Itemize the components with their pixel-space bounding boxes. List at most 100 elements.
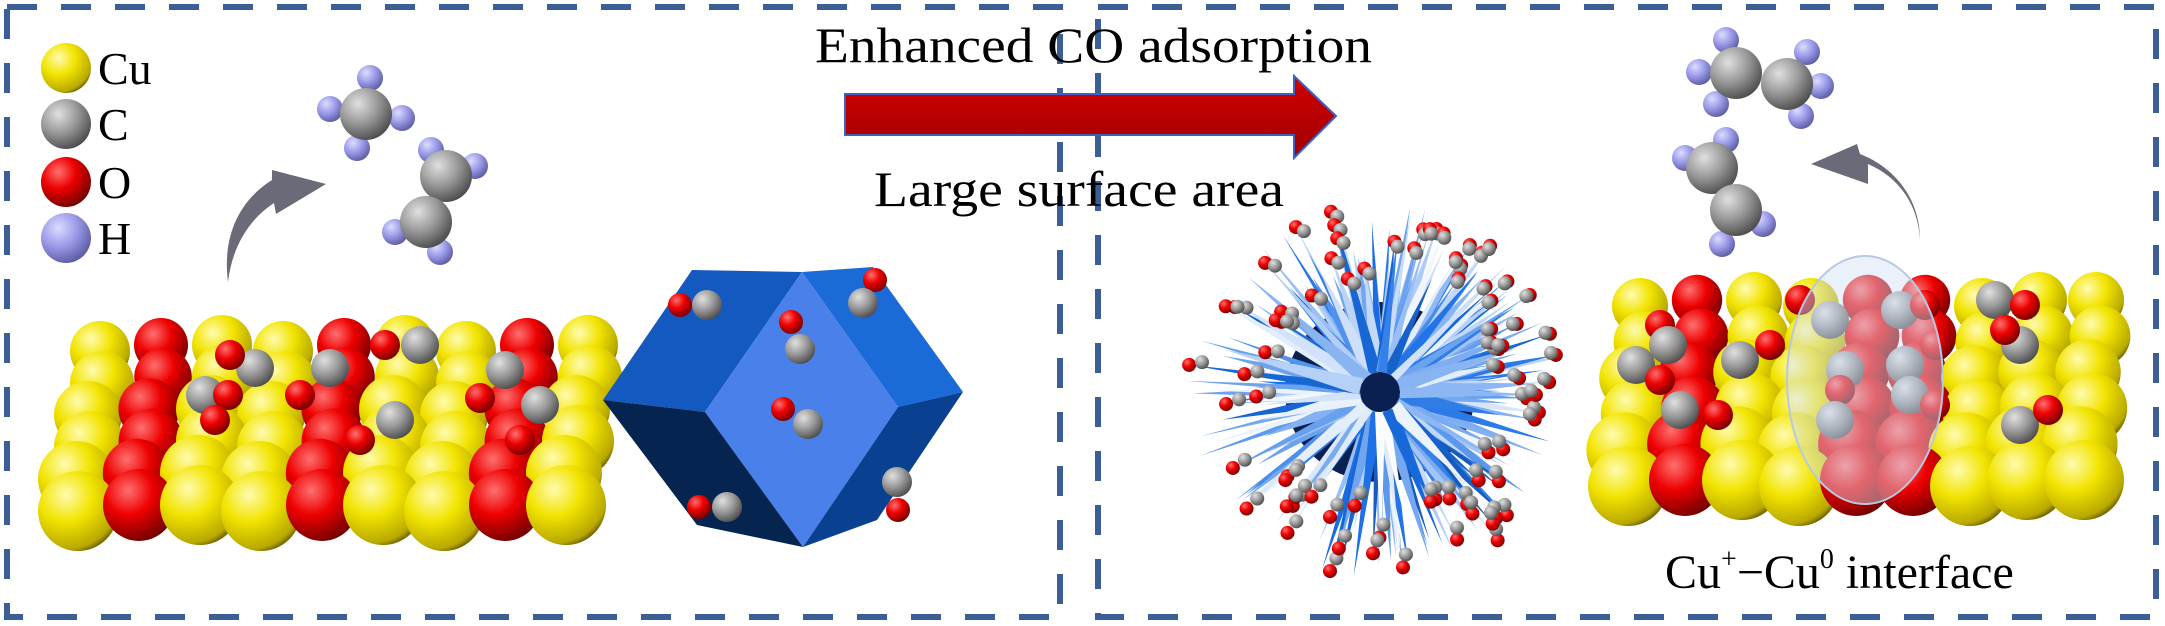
c-atom [692,290,722,320]
o-atom [1237,367,1252,382]
c-atom [1476,281,1491,296]
nanoneedle [1381,229,1430,375]
nanoneedle [1260,389,1361,406]
o-atom [1396,560,1411,575]
o-atom [1877,444,1949,516]
interface-highlight [1786,255,1944,505]
c-atom [1353,485,1368,500]
c-atom [1398,547,1413,562]
nanoneedle [1382,408,1443,544]
nanoneedle [1232,396,1365,468]
legend-o-sphere-icon [41,157,91,207]
o-atom [469,469,541,541]
o-atom [1645,365,1675,395]
o-atom [285,380,315,410]
c-atom [1195,355,1210,370]
interface-label-sup1: + [1721,544,1737,575]
nanoneedle [1229,300,1368,388]
c-atom [1811,301,1849,339]
c-atom [1661,391,1699,429]
c-atom [1491,338,1506,353]
o-atom [687,495,711,519]
c-atom [236,349,274,387]
nanoneedle [1377,233,1399,373]
o-atom [215,340,245,370]
c-atom [1370,533,1385,548]
c-atom [1505,317,1520,332]
o-atom [1703,400,1733,430]
c-atom [1497,276,1512,291]
o-atom [1450,532,1465,547]
c-atom [1492,434,1507,449]
o-atom [1225,460,1240,475]
h-atom [357,65,383,91]
c-atom [1424,482,1439,497]
c-atom [1710,184,1762,236]
c-atom [1761,58,1813,110]
c-atom [186,376,224,414]
c-atom [1296,224,1311,239]
nanoneedle [1246,401,1369,509]
o-atom [1485,516,1500,531]
c-atom [340,88,392,140]
nanoneedle [1378,410,1404,515]
nanoneedle [1265,262,1371,381]
cu-atom [1759,446,1839,526]
c-atom [1336,235,1351,250]
h-atom [1794,39,1820,65]
c-atom [376,401,414,439]
c-atom [1488,464,1503,479]
c-atom [1390,239,1405,254]
c-atom [1437,230,1452,245]
cu-oxide-surface-left [38,315,622,551]
c-atom [1469,463,1484,478]
c-atom [401,326,439,364]
process-arrow-icon [844,73,1338,161]
legend-c-sphere-icon [41,99,91,149]
c-atom [1481,242,1496,257]
o-atom [505,425,535,455]
h-atom [1686,59,1712,85]
c-atom [1538,325,1553,340]
c-atom [1262,385,1277,400]
c-atom [1507,368,1522,383]
h-atom [1788,103,1814,129]
c-atom [420,150,472,202]
interface-label-text: interface [1834,546,2014,599]
o-atom [1279,499,1294,514]
h-atom [389,105,415,131]
c-atom [882,467,912,497]
interface-label-cu2: −Cu [1737,546,1820,599]
o-atom [1304,489,1319,504]
o-atom [863,268,887,292]
o-atom [1280,525,1295,540]
nanoneedle [1249,277,1371,385]
legend-label-cu: Cu [98,43,152,94]
interface-label: Cu+−Cu0 interface [1665,544,2014,599]
c-atom [1409,245,1424,260]
c-atom [1483,505,1498,520]
o-atom [200,405,230,435]
c-atom [1686,142,1738,194]
o-atom [1249,389,1264,404]
nanoneedle [1387,401,1471,488]
c-atom [1313,291,1328,306]
o-atom [1331,541,1346,556]
c-atom [1464,495,1479,510]
o-atom [1278,473,1293,488]
nanoneedle [1353,410,1384,577]
c-atom [1649,326,1687,364]
c-atom [400,196,452,248]
o-atom [1182,357,1197,372]
o-atom [1442,491,1457,506]
nanoneedle [1189,364,1361,395]
c-atom [1338,528,1353,543]
c-atom [1232,392,1247,407]
c-atom [1448,255,1463,270]
c-atom [521,386,559,424]
o-atom [1323,509,1338,524]
o-atom [1825,375,1855,405]
cu-nanourchin [1182,204,1566,579]
c-atom [1347,276,1362,291]
cu-atom [343,465,423,545]
